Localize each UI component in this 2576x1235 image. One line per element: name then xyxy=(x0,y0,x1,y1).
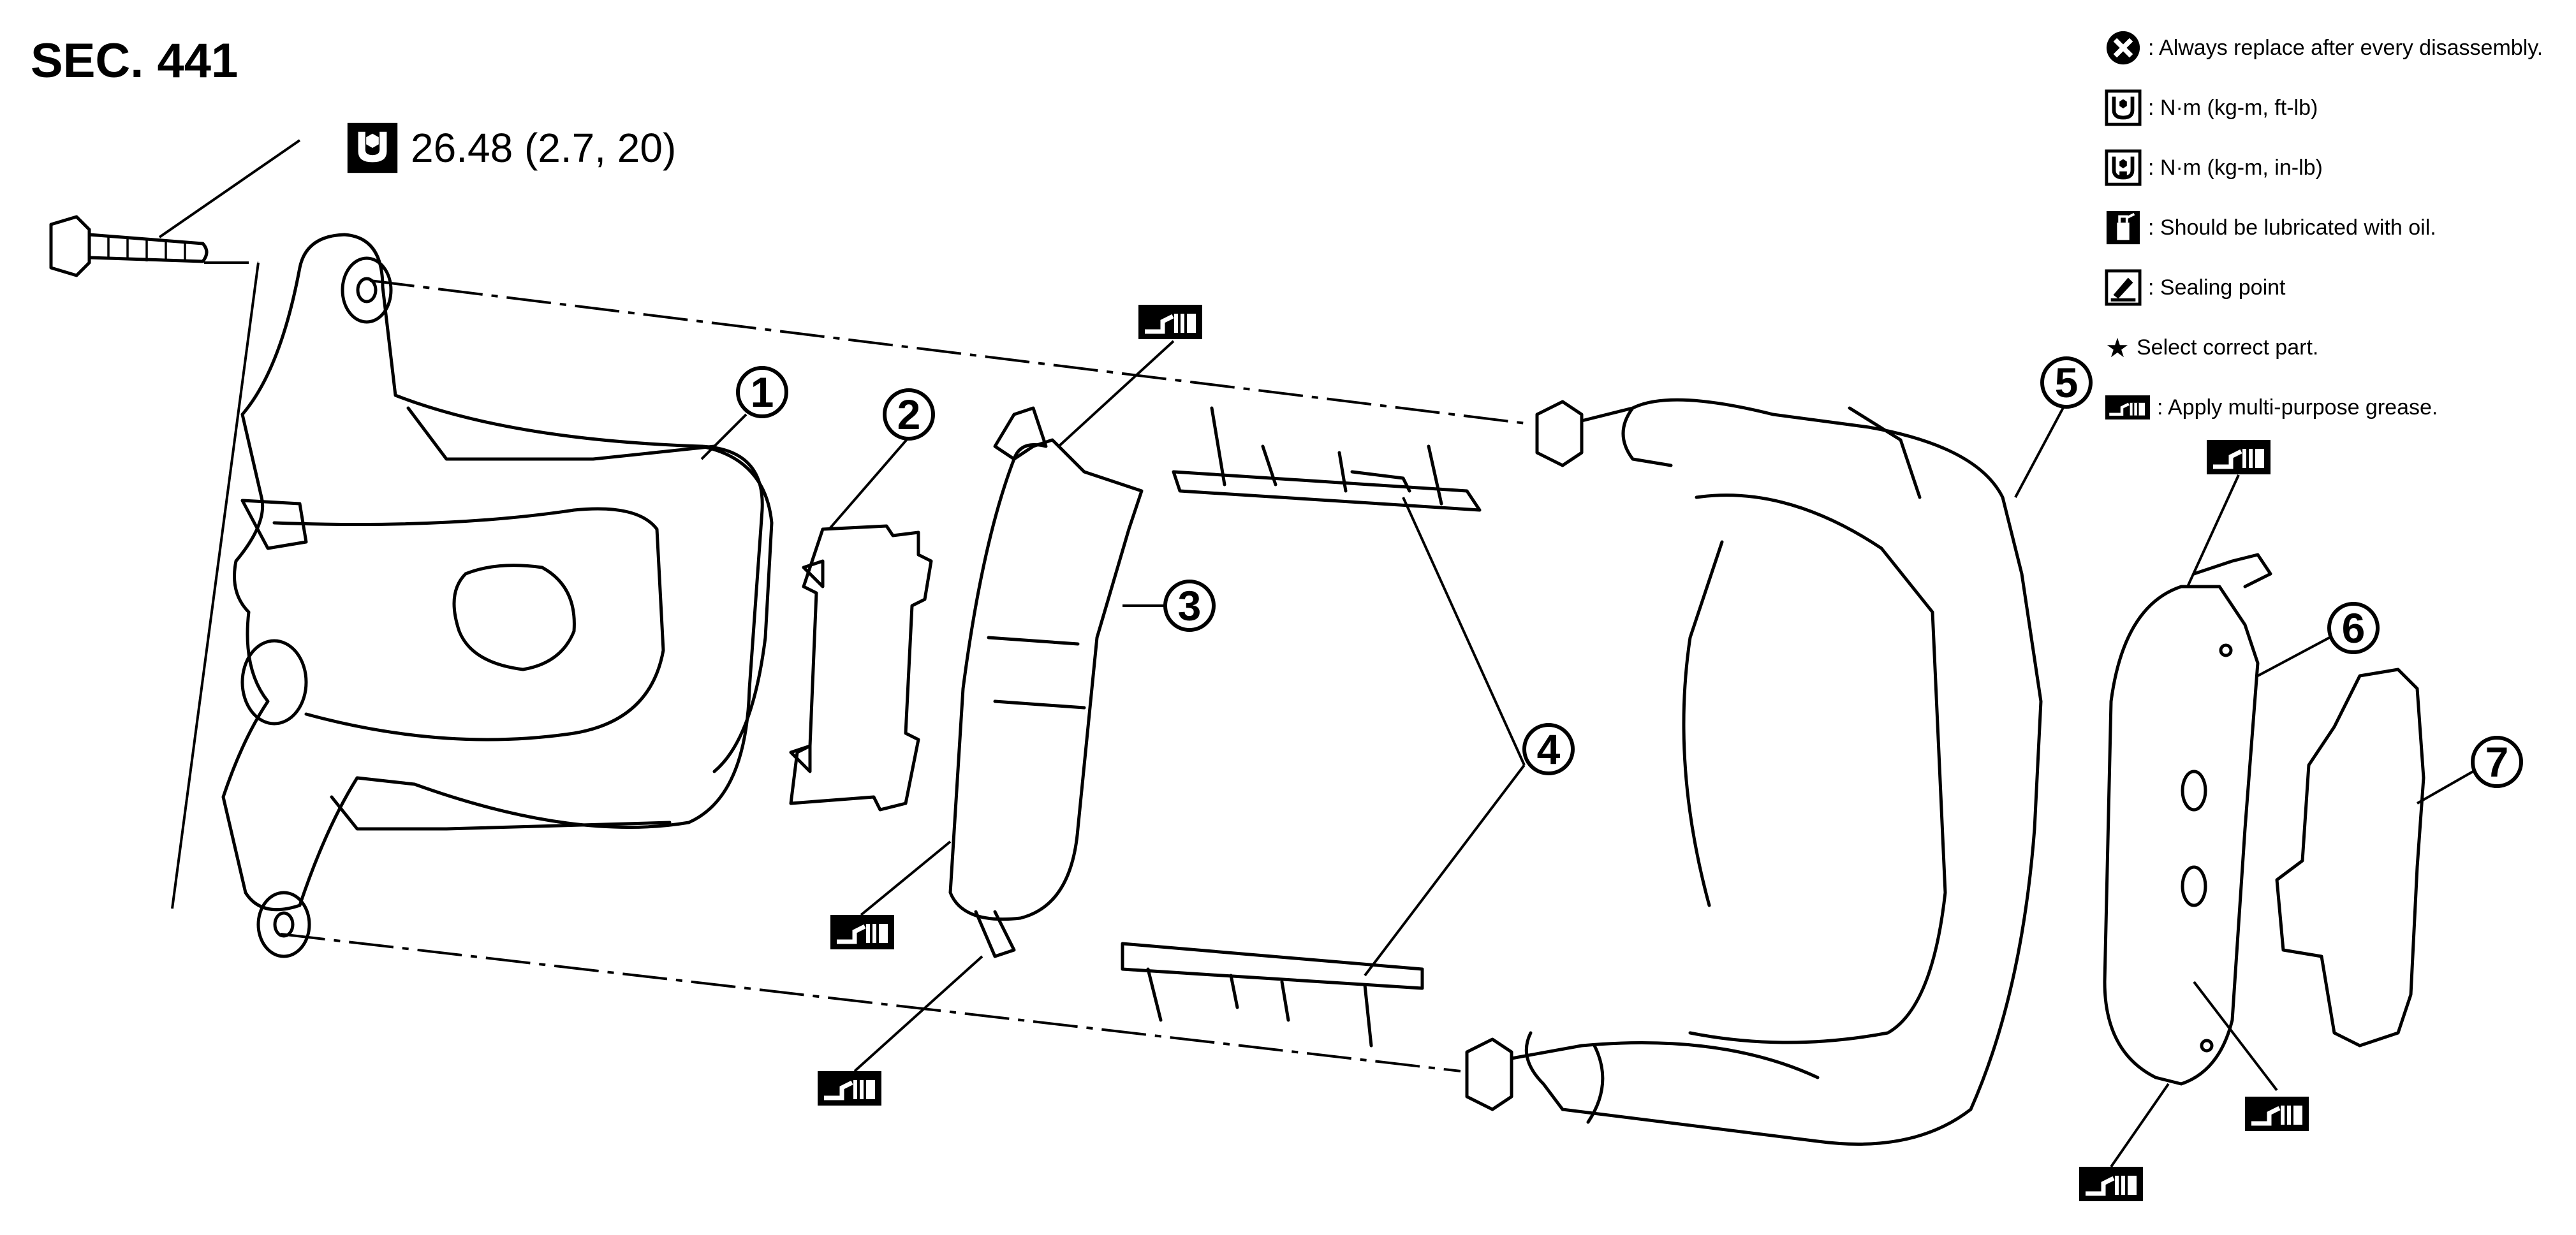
inner-shim xyxy=(789,524,933,812)
legend-row-oil: : Should be lubricated with oil. xyxy=(2105,198,2543,258)
grease-marker xyxy=(2245,1097,2309,1131)
legend-text: : Should be lubricated with oil. xyxy=(2148,215,2436,240)
callout-6: 6 xyxy=(2327,602,2380,654)
callout-3: 3 xyxy=(1163,580,1216,632)
section-label: SEC. 441 xyxy=(31,34,239,88)
callout-5: 5 xyxy=(2040,356,2093,409)
pad-retainer-lower xyxy=(1121,942,1424,1048)
legend-row-torque-ft-lb: : N·m (kg-m, ft-lb) xyxy=(2105,78,2543,138)
svg-text:1: 1 xyxy=(751,369,774,416)
grease-marker xyxy=(818,1071,881,1106)
callout-7: 7 xyxy=(2471,736,2523,788)
torque-callout: 26.48 (2.7, 20) xyxy=(346,121,676,175)
svg-text:4: 4 xyxy=(1537,726,1561,773)
legend-row-replace: : Always replace after every disassembly… xyxy=(2105,18,2543,78)
svg-text:6: 6 xyxy=(2342,604,2366,652)
torque-member xyxy=(1465,398,2043,1146)
torque-value: 26.48 (2.7, 20) xyxy=(411,125,677,171)
grease-marker xyxy=(1138,305,1202,339)
sealing-icon xyxy=(2105,269,2142,306)
guide-line-vertical xyxy=(171,262,260,909)
legend-row-grease: : Apply multi-purpose grease. xyxy=(2105,377,2543,437)
inner-pad xyxy=(948,406,1144,958)
guide-line-upper xyxy=(369,279,1531,425)
pad-retainer-upper xyxy=(1172,406,1482,512)
legend-text: Select correct part. xyxy=(2137,335,2319,360)
legend-row-star: ★ Select correct part. xyxy=(2105,318,2543,377)
outer-shim xyxy=(2275,668,2425,1048)
callout-4: 4 xyxy=(1522,723,1575,775)
legend-row-torque-in-lb: : N·m (kg-m, in-lb) xyxy=(2105,138,2543,198)
svg-text:5: 5 xyxy=(2055,359,2079,406)
callout-2: 2 xyxy=(883,388,935,441)
bolt xyxy=(49,215,209,277)
legend-text: : Apply multi-purpose grease. xyxy=(2157,395,2438,420)
outer-pad xyxy=(2103,553,2272,1086)
callout-1: 1 xyxy=(736,366,788,418)
torque-wrench-small-icon xyxy=(2105,149,2142,186)
oil-can-icon xyxy=(2106,210,2140,245)
grease-marker xyxy=(830,915,894,949)
legend-row-sealing: : Sealing point xyxy=(2105,258,2543,318)
grease-marker xyxy=(2079,1167,2143,1201)
svg-text:3: 3 xyxy=(1178,582,1202,629)
legend-text: : Always replace after every disassembly… xyxy=(2148,35,2543,60)
replace-icon xyxy=(2106,31,2140,65)
legend-text: : N·m (kg-m, ft-lb) xyxy=(2148,95,2318,120)
star-icon: ★ xyxy=(2105,332,2130,363)
grease-marker xyxy=(2207,440,2271,474)
torque-leader xyxy=(158,139,301,238)
guide-line-lower xyxy=(280,933,1461,1072)
grease-icon xyxy=(2105,395,2151,420)
legend-text: : N·m (kg-m, in-lb) xyxy=(2148,155,2323,180)
svg-text:7: 7 xyxy=(2485,738,2509,786)
svg-text:2: 2 xyxy=(897,391,921,438)
legend-text: : Sealing point xyxy=(2148,275,2286,300)
torque-wrench-icon xyxy=(2105,89,2142,126)
torque-wrench-icon xyxy=(347,122,398,173)
legend: : Always replace after every disassembly… xyxy=(2105,18,2543,437)
cylinder-body xyxy=(221,233,774,958)
